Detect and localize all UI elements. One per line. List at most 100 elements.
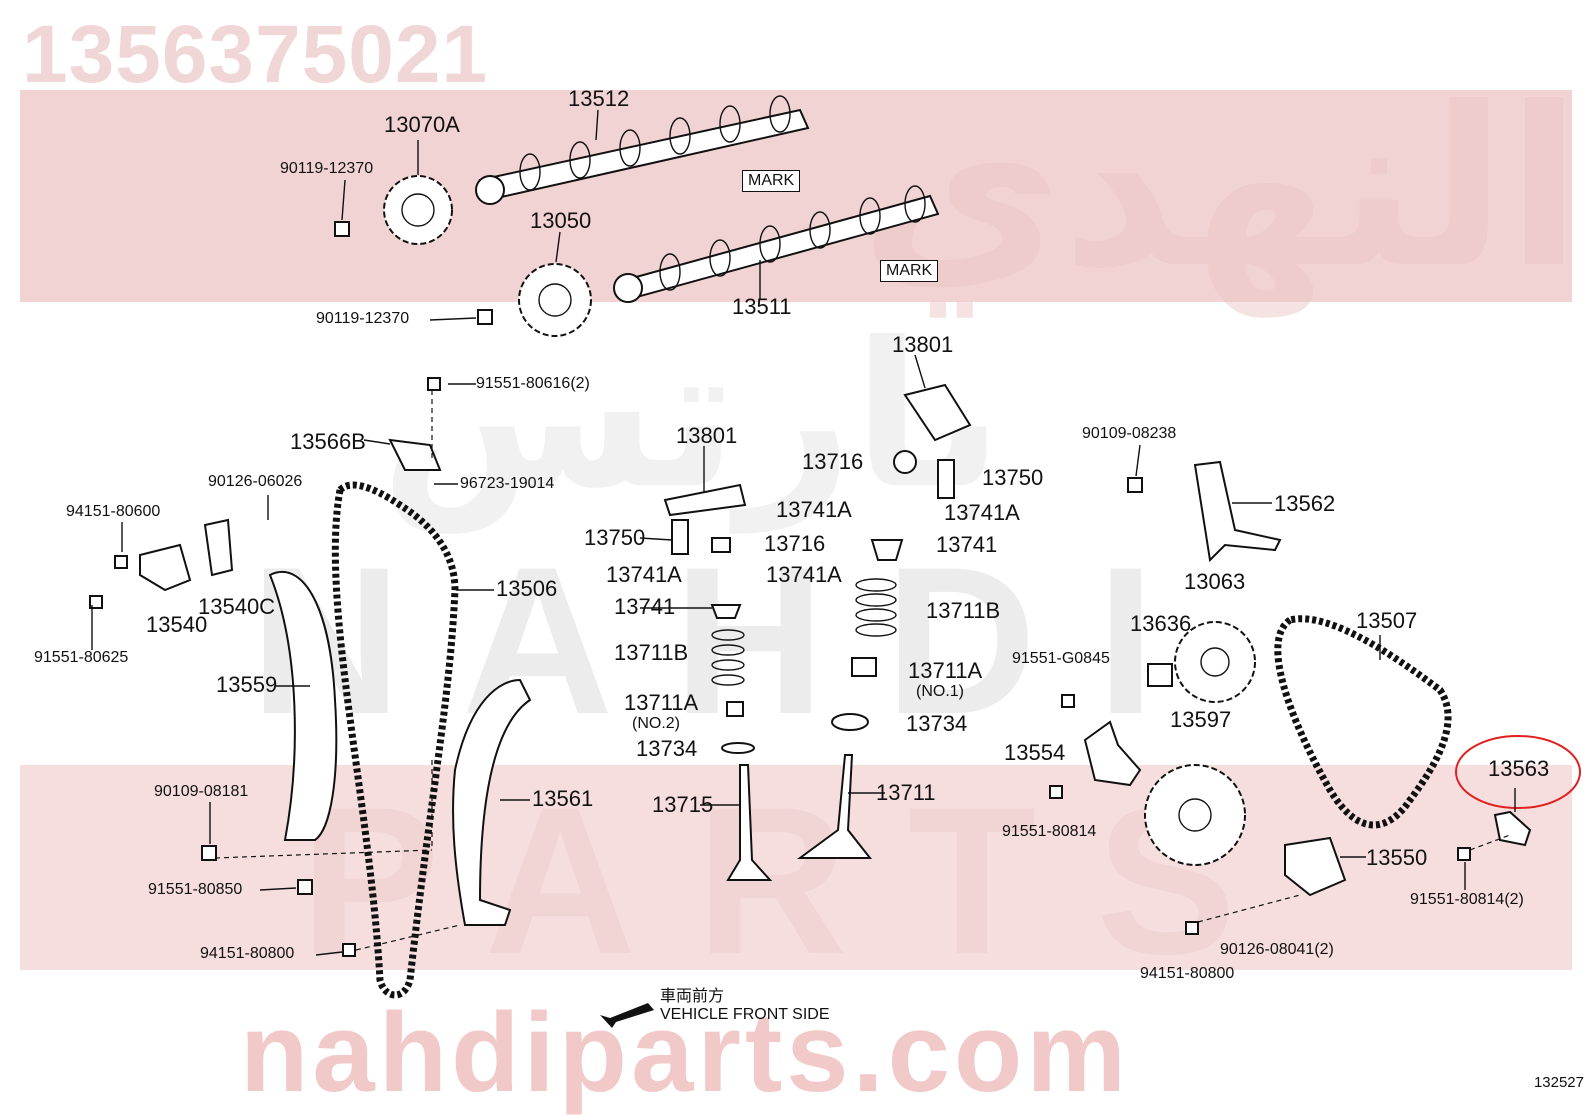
callout-13554: 13554	[1004, 740, 1066, 765]
timing-chain-13507	[1274, 615, 1452, 829]
arabic-watermark-top: النهدي	[860, 60, 1582, 316]
valve-13711	[796, 754, 873, 859]
callout-91551-80814-a: 91551-80814	[1002, 823, 1097, 840]
sprocket-13063	[1174, 621, 1256, 703]
lash-adjuster-13750-left	[671, 519, 689, 555]
retainer-13741-right	[870, 539, 904, 561]
spring-13711B-left	[711, 629, 745, 686]
callout-91551-80616: 91551-80616(2)	[476, 375, 590, 392]
figure-id: 132527	[1533, 1074, 1584, 1091]
callout-13741A-right-b: 13741A	[944, 500, 1020, 525]
callout-13597: 13597	[1170, 707, 1232, 732]
callout-13711B-right: 13711B	[926, 598, 1001, 623]
callout-90126-08041: 90126-08041(2)	[1220, 941, 1334, 958]
callout-13741-left: 13741	[614, 594, 676, 619]
guide-13554	[1083, 720, 1142, 787]
callout-13711A-right: 13711A	[908, 658, 983, 683]
callout-13801-right: 13801	[892, 332, 954, 357]
callout-13741-right: 13741	[936, 532, 998, 557]
callout-94151-80800-b: 94151-80800	[1140, 965, 1235, 982]
cap-13716-right	[893, 450, 917, 474]
timing-chain-13506	[331, 481, 459, 999]
callout-13715: 13715	[652, 792, 714, 817]
callout-90109-08181: 90109-08181	[154, 783, 249, 800]
site-watermark: nahdiparts.com	[240, 990, 1130, 1115]
bushing-13636	[1147, 663, 1173, 687]
callout-13711: 13711	[876, 780, 936, 805]
camshaft-13511	[613, 185, 940, 303]
part-number-watermark: 1356375021	[22, 9, 489, 100]
callout-90119-12370-a: 90119-12370	[280, 160, 374, 177]
callout-13750-left: 13750	[584, 525, 646, 550]
highlight-circle-13563	[1455, 735, 1581, 809]
callout-13050: 13050	[530, 208, 592, 233]
callout-96723-19014: 96723-19014	[460, 475, 555, 492]
mark-label-2: MARK	[880, 260, 939, 282]
callout-13063: 13063	[1184, 569, 1246, 594]
callout-90119-12370-b: 90119-12370	[316, 310, 410, 327]
callout-13716-right: 13716	[802, 449, 864, 474]
callout-13636: 13636	[1130, 611, 1192, 636]
retainer-13741-left	[710, 604, 742, 619]
gasket-13540C	[203, 518, 234, 577]
callout-91551-80625: 91551-80625	[34, 649, 129, 666]
camshaft-13512	[475, 95, 810, 205]
washer-13734-right	[831, 713, 869, 731]
callout-13711B-left: 13711B	[614, 640, 689, 665]
callout-13741A-left-a: 13741A	[606, 562, 682, 587]
callout-13550: 13550	[1366, 845, 1428, 870]
leader-lines	[91, 109, 1516, 956]
slipper-13566B	[388, 438, 442, 471]
rocker-arm-13801-left	[663, 483, 747, 517]
callout-13562: 13562	[1274, 491, 1336, 516]
callout-13801-left: 13801	[676, 423, 738, 448]
callout-13716-left: 13716	[764, 531, 826, 556]
seal-13711A-left	[726, 701, 744, 717]
callout-90126-06026: 90126-06026	[208, 473, 303, 490]
dashed-guides	[214, 390, 1511, 951]
callout-13559: 13559	[216, 672, 278, 697]
callout-13561: 13561	[532, 786, 594, 811]
rocker-arm-13801-right	[903, 383, 972, 442]
callout-13506: 13506	[496, 576, 558, 601]
callout-94151-80600: 94151-80600	[66, 503, 161, 520]
callout-91551-80814-b: 91551-80814(2)	[1410, 891, 1524, 908]
gear-13070A	[383, 175, 453, 245]
cap-13716-left	[711, 537, 731, 553]
bracket-13563	[1493, 810, 1532, 847]
washer-13734-left	[721, 742, 755, 754]
mark-label-1: MARK	[742, 170, 801, 192]
vehicle-front-label: VEHICLE FRONT SIDE	[660, 1006, 830, 1023]
label-no1: (NO.1)	[916, 683, 964, 700]
lash-adjuster-13750-right	[937, 459, 955, 499]
callout-13563: 13563	[1488, 756, 1550, 781]
tensioner-13550	[1284, 836, 1347, 897]
vehicle-front-jp-label: 車両前方	[660, 986, 725, 1005]
callout-13540: 13540	[146, 612, 208, 637]
spring-13711B-right	[855, 578, 897, 637]
chain-guide-13559	[268, 570, 338, 841]
bolt-parts	[89, 221, 1471, 957]
callout-91551-G0845: 91551-G0845	[1012, 650, 1110, 667]
latin-watermark-nahdi: NAHDI	[250, 523, 1215, 758]
callout-13070A: 13070A	[384, 112, 460, 137]
callout-91551-80850: 91551-80850	[148, 881, 243, 898]
chain-guide-13561	[452, 678, 532, 926]
seal-13711A-right	[851, 657, 877, 677]
callout-13511: 13511	[732, 294, 792, 319]
sprocket-13597	[1144, 764, 1246, 866]
callout-13741A-left-b: 13741A	[766, 562, 842, 587]
callout-13734-right: 13734	[906, 711, 968, 736]
callout-13711A-left: 13711A	[624, 690, 699, 715]
chain-guide-13562	[1193, 460, 1282, 563]
callout-13750-right: 13750	[982, 465, 1044, 490]
vehicle-front-arrow	[600, 1003, 654, 1028]
callout-13540C: 13540C	[198, 594, 276, 619]
callout-13507: 13507	[1356, 608, 1418, 633]
valve-13715	[726, 764, 773, 881]
callout-94151-80800-a: 94151-80800	[200, 945, 295, 962]
callout-13734-left: 13734	[636, 736, 698, 761]
callout-13566B: 13566B	[290, 429, 366, 454]
